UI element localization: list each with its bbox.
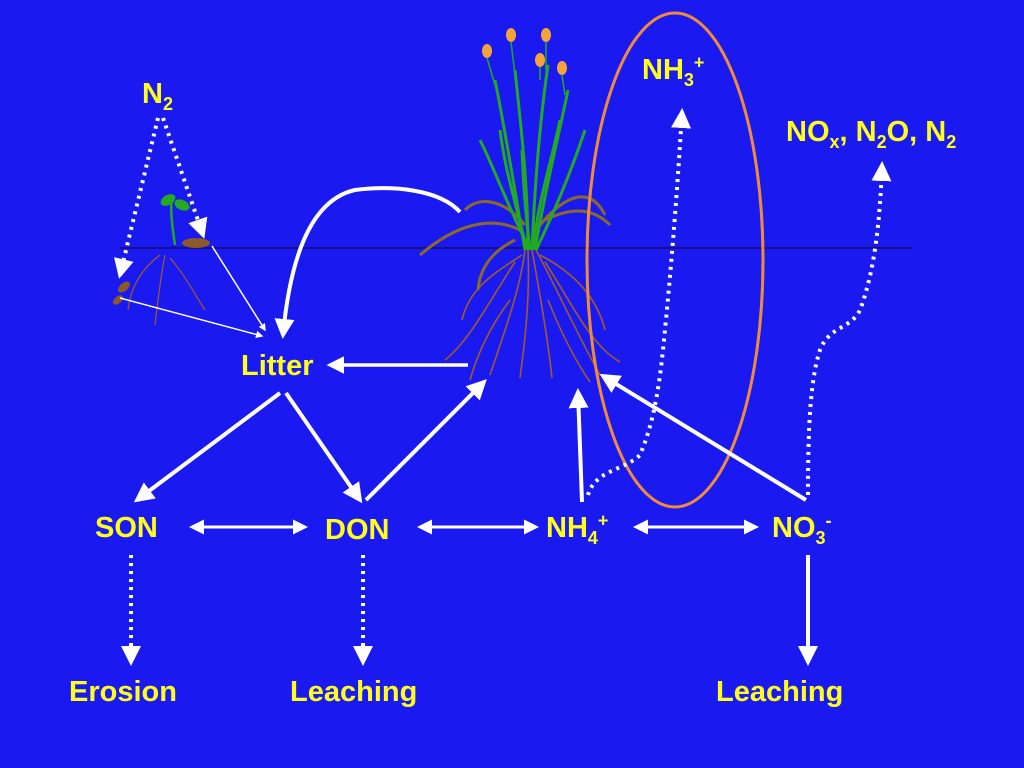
n2-label: N2 bbox=[142, 78, 173, 114]
plant-to-litter-curved-arrow bbox=[274, 186, 462, 339]
don-to-roots-arrow bbox=[364, 379, 487, 502]
gases-label: NOx, N2O, N2 bbox=[786, 116, 957, 152]
litter-label: Litter bbox=[241, 350, 314, 382]
n2-fixation-arrow-left bbox=[114, 117, 160, 279]
erosion-label: Erosion bbox=[69, 676, 177, 708]
seedling-icon bbox=[112, 194, 210, 326]
nh3-label: NH3+ bbox=[642, 52, 705, 90]
n2-fixation-arrow-right bbox=[161, 117, 208, 239]
litter-to-don-arrow bbox=[284, 391, 363, 504]
no3-to-roots-arrow bbox=[599, 373, 808, 502]
son-label: SON bbox=[95, 512, 158, 544]
don-label: DON bbox=[325, 514, 390, 546]
nh3-volatilization-arrow bbox=[586, 108, 692, 496]
nh4-label: NH4+ bbox=[546, 510, 609, 548]
no3-label: NO3- bbox=[772, 510, 832, 548]
seedling-to-litter-arrow-1 bbox=[211, 245, 266, 332]
nh4-to-roots-arrow bbox=[568, 388, 589, 503]
leaching-label-don: Leaching bbox=[290, 676, 418, 708]
highlight-ellipse bbox=[585, 11, 765, 509]
leaching-label-no3: Leaching bbox=[716, 676, 844, 708]
litter-to-son-arrow bbox=[133, 391, 282, 503]
gas-emission-arrow bbox=[806, 161, 892, 496]
grass-plant-icon bbox=[419, 28, 621, 383]
seedling-to-litter-arrow-2 bbox=[119, 297, 264, 339]
